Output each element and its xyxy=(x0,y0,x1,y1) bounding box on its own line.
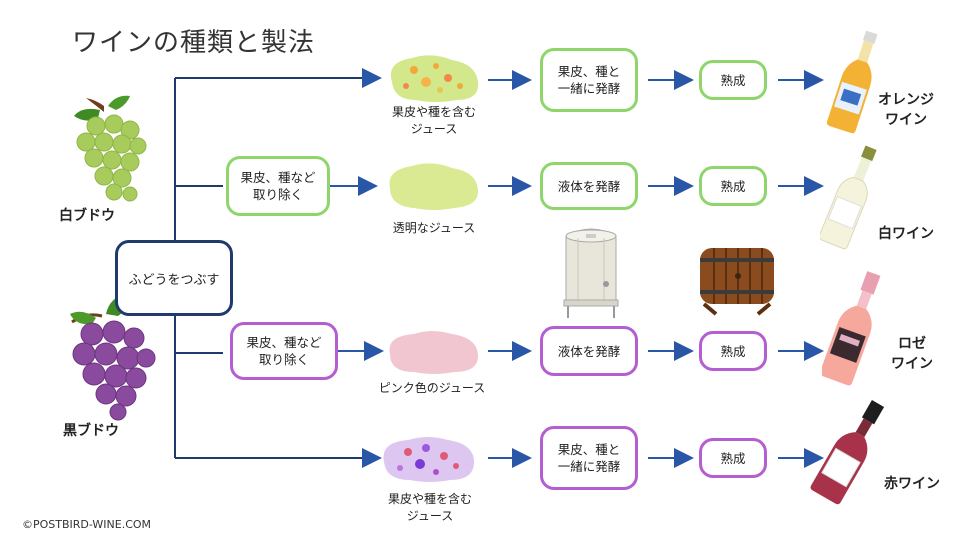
aging-box-white: 熟成 xyxy=(699,166,767,206)
remove-skins-label-rose: 果皮、種など 取り除く xyxy=(246,335,322,367)
remove-skins-label-white: 果皮、種など 取り除く xyxy=(240,170,316,202)
pink-juice-icon xyxy=(389,331,478,374)
ferment-label-orange: 果皮、種と 一緒に発酵 xyxy=(557,64,621,96)
remove-skins-box-rose: 果皮、種など 取り除く xyxy=(230,322,338,380)
remove-skins-box-white: 果皮、種など 取り除く xyxy=(226,156,330,216)
wine-label-white: 白ワイン xyxy=(878,226,934,242)
black-grape-label: 黒ブドウ xyxy=(63,423,119,439)
crush-grapes-box: ふどうをつぶす xyxy=(115,240,233,316)
wine-label-orange: オレンジ ワイン xyxy=(878,92,934,128)
aging-label-red: 熟成 xyxy=(720,450,746,466)
page-title: ワインの種類と製法 xyxy=(72,28,316,58)
aging-box-orange: 熟成 xyxy=(699,60,767,100)
fermentation-tank-icon xyxy=(563,228,619,318)
juice-label-white: 透明なジュース xyxy=(392,221,476,235)
ferment-label-white: 液体を発酵 xyxy=(557,178,621,194)
copyright-credit: ©POSTBIRD-WINE.COM xyxy=(22,518,152,531)
juice-label-orange: 果皮や種を含む ジュース xyxy=(391,105,476,136)
aging-label-white: 熟成 xyxy=(720,178,746,194)
white-wine-bottle-icon xyxy=(820,145,877,250)
ferment-box-red: 果皮、種と 一緒に発酵 xyxy=(540,426,638,490)
aging-label-rose: 熟成 xyxy=(720,343,746,359)
juice-with-skins-icon xyxy=(390,55,479,102)
ferment-box-rose: 液体を発酵 xyxy=(540,326,638,376)
aging-label-orange: 熟成 xyxy=(720,72,746,88)
juice-label-rose: ピンク色のジュース xyxy=(378,381,486,395)
ferment-box-orange: 果皮、種と 一緒に発酵 xyxy=(540,48,638,112)
ferment-label-rose: 液体を発酵 xyxy=(557,343,621,359)
juice-with-skins-red-icon xyxy=(383,437,474,482)
juice-label-red: 果皮や種を含む ジュース xyxy=(387,492,472,523)
wine-label-red: 赤ワイン xyxy=(884,476,940,492)
rose-wine-bottle-icon xyxy=(822,271,881,386)
wine-barrel-icon xyxy=(700,248,774,316)
wine-label-rose: ロゼ ワイン xyxy=(891,336,933,372)
ferment-box-white: 液体を発酵 xyxy=(540,162,638,210)
red-wine-bottle-icon xyxy=(810,400,885,505)
white-grape-icon xyxy=(74,95,147,202)
crush-grapes-label: ふどうをつぶす xyxy=(128,272,220,288)
orange-wine-bottle-icon xyxy=(826,30,878,134)
aging-box-rose: 熟成 xyxy=(699,331,767,371)
clear-juice-icon xyxy=(389,163,478,210)
ferment-label-red: 果皮、種と 一緒に発酵 xyxy=(557,442,621,474)
aging-box-red: 熟成 xyxy=(699,438,767,478)
white-grape-label: 白ブドウ xyxy=(59,208,115,224)
